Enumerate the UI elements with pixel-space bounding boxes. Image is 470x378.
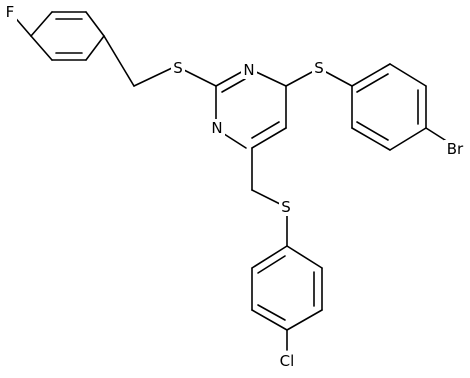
bond-s-c2 <box>183 69 217 87</box>
svg-text:S: S <box>314 59 324 77</box>
svg-text:S: S <box>173 59 183 77</box>
bond-c4-s <box>285 71 313 87</box>
atom-n-bottom: N <box>209 119 225 137</box>
atom-br: Br <box>444 140 466 158</box>
atom-s-bromophenyl: S <box>312 59 326 77</box>
bond-s-ring <box>325 71 353 87</box>
bromophenyl-ring <box>351 63 427 151</box>
bond-ring-ch2 <box>103 35 135 87</box>
atom-s-benzyl: S <box>171 59 185 77</box>
atom-f: F <box>3 3 17 21</box>
pyrimidine-ring <box>215 69 287 149</box>
svg-text:Cl: Cl <box>280 352 295 370</box>
svg-text:N: N <box>211 119 222 137</box>
bond-ch2-s <box>133 67 173 87</box>
atom-cl: Cl <box>276 352 298 370</box>
atom-s-chlorophenyl: S <box>279 198 293 216</box>
atom-n-top: N <box>241 61 257 79</box>
fluorophenyl-ring <box>30 11 105 61</box>
svg-text:S: S <box>281 198 291 216</box>
chlorophenyl-ring <box>251 245 323 331</box>
svg-text:N: N <box>243 61 254 79</box>
bond-ring-br <box>425 127 449 143</box>
svg-text:Br: Br <box>447 140 464 158</box>
svg-text:F: F <box>6 3 15 21</box>
bond-ch2-s-lower <box>251 189 283 206</box>
